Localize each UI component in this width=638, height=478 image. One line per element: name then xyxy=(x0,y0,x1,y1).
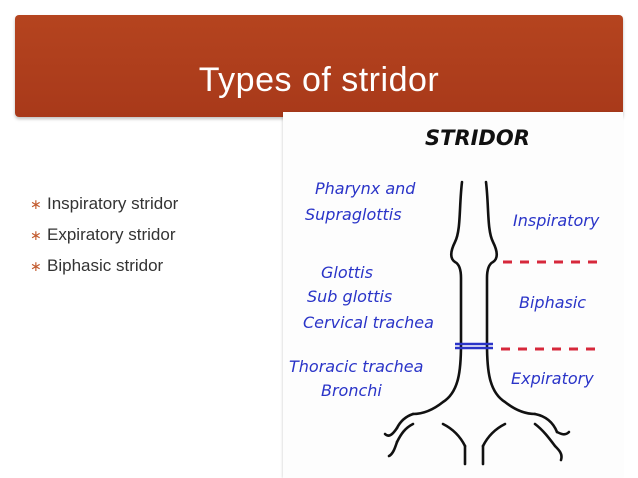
airway-drawing: STRIDOR Pharynx and Supraglottis xyxy=(289,126,605,466)
title-bar: Types of stridor xyxy=(15,15,623,117)
right-labels: Inspiratory Biphasic Expiratory xyxy=(511,211,600,388)
label-inspiratory: Inspiratory xyxy=(513,211,600,230)
diagram-heading: STRIDOR xyxy=(425,126,530,150)
bullet-text: Inspiratory stridor xyxy=(47,194,179,213)
label-thoracic-trachea: Thoracic trachea xyxy=(289,357,423,376)
label-cervical-trachea: Cervical trachea xyxy=(303,313,434,332)
bullet-item: ∗ Inspiratory stridor xyxy=(30,192,178,223)
label-expiratory: Expiratory xyxy=(511,369,594,388)
bullet-item: ∗ Expiratory stridor xyxy=(30,223,178,254)
label-supraglottis: Supraglottis xyxy=(305,205,402,224)
bullet-text: Biphasic stridor xyxy=(47,256,164,275)
bullet-star-icon: ∗ xyxy=(30,196,42,212)
label-biphasic: Biphasic xyxy=(519,293,586,312)
bullet-star-icon: ∗ xyxy=(30,227,42,243)
stridor-diagram: STRIDOR Pharynx and Supraglottis xyxy=(283,112,623,478)
bullet-star-icon: ∗ xyxy=(30,258,42,274)
label-bronchi: Bronchi xyxy=(321,381,382,400)
bullet-item: ∗ Biphasic stridor xyxy=(30,254,178,285)
bullet-list: ∗ Inspiratory stridor ∗ Expiratory stridor… xyxy=(30,192,178,285)
constriction-mark xyxy=(455,342,493,350)
label-glottis: Glottis xyxy=(321,263,373,282)
bullet-text: Expiratory stridor xyxy=(47,225,176,244)
slide-title: Types of stridor xyxy=(198,61,440,99)
label-subglottis: Sub glottis xyxy=(307,287,392,306)
label-pharynx: Pharynx and xyxy=(315,179,416,198)
left-labels: Pharynx and Supraglottis Glottis Sub glo… xyxy=(289,179,434,400)
airway-outline xyxy=(383,180,571,466)
